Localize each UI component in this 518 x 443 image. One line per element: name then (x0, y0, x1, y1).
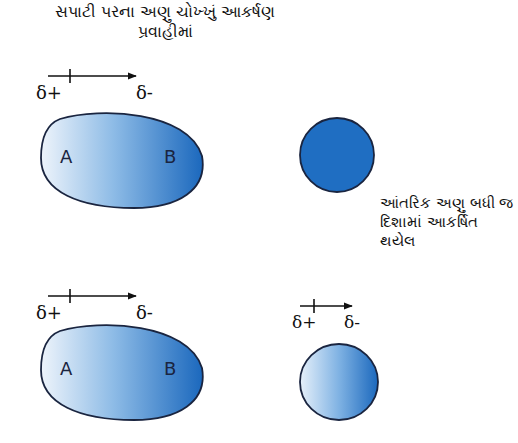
polar-molecule: AB (38, 110, 206, 210)
charge-symbol: δ- (136, 302, 153, 325)
polar-molecule: AB (38, 322, 206, 422)
dipole-arrow (48, 69, 136, 83)
charge-symbol: δ+ (36, 302, 62, 325)
pole-letter: A (60, 146, 72, 167)
pole-letter: B (164, 358, 176, 379)
induced-molecule (300, 344, 378, 420)
interior-molecule-caption: આંતરિક અણુ બધી જ દિશામાં આકર્ષિત થયેલ (380, 194, 516, 250)
dipole-arrow (48, 289, 136, 303)
charge-symbol: δ- (136, 82, 153, 105)
pole-letter: A (60, 358, 72, 379)
charge-symbol: δ- (344, 312, 360, 333)
dipole-arrow (300, 299, 352, 313)
pole-letter: B (164, 146, 176, 167)
charge-symbol: δ+ (292, 312, 316, 333)
charge-symbol: δ+ (36, 82, 62, 105)
interior-molecule (300, 118, 374, 192)
surface-molecule-caption: સપાટી પરના અણુ ચોખ્ખું આકર્ષણ પ્રવાહીમાં (35, 2, 295, 42)
